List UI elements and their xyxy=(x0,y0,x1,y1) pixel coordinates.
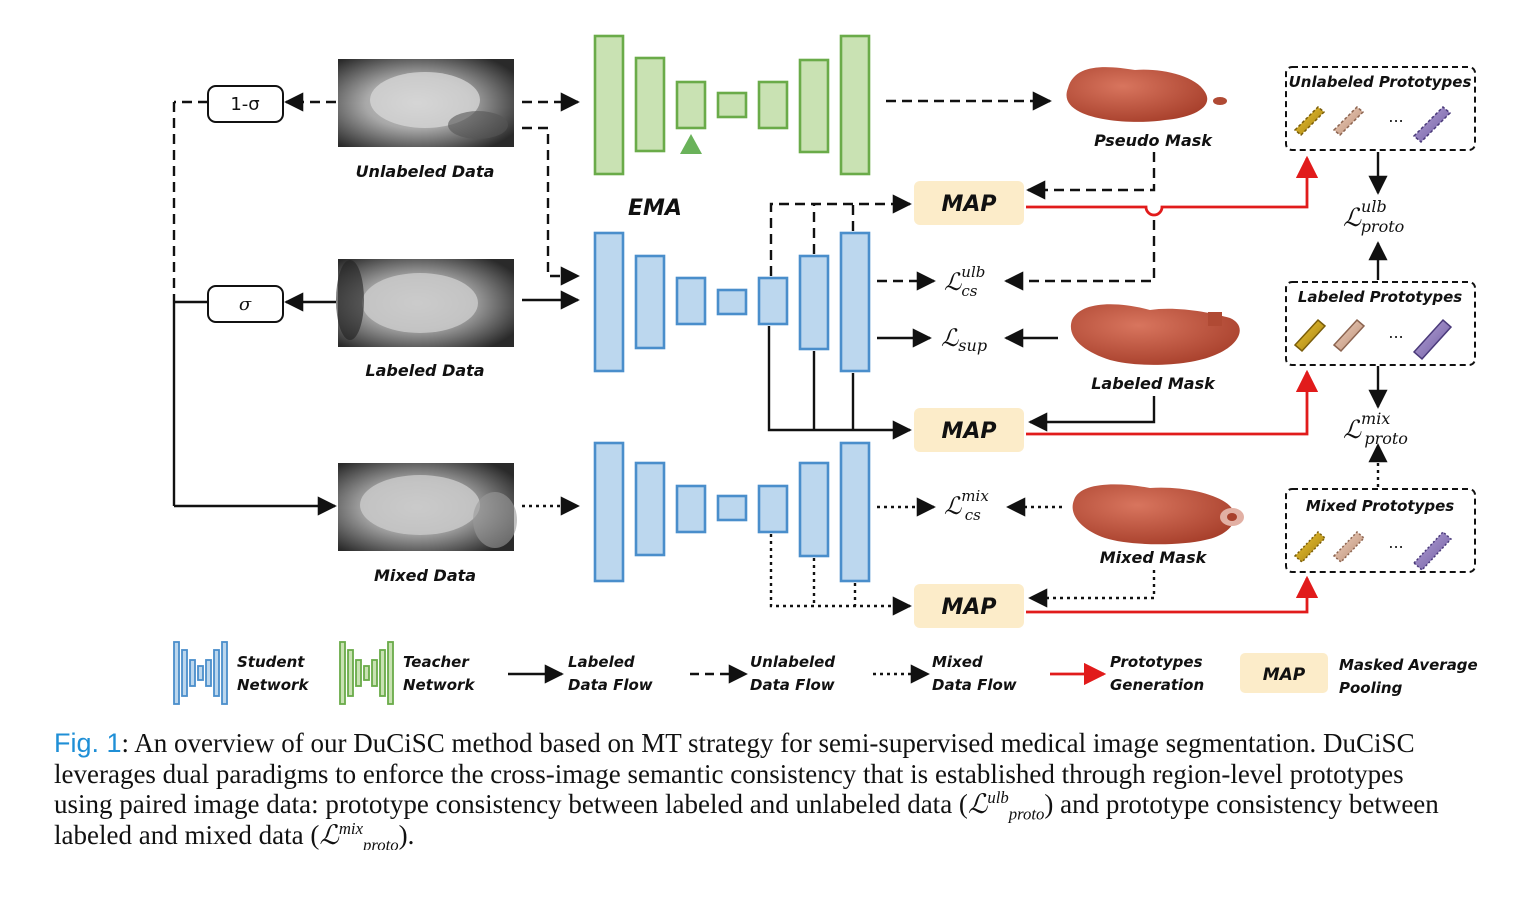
prototype-generation-arrows xyxy=(1026,155,1319,614)
prototype-bar-icon xyxy=(1293,105,1326,137)
ema-label: EMA xyxy=(628,196,682,221)
prototype-bar-icon xyxy=(1412,530,1453,572)
svg-text:ℒmixproto: ℒmixproto xyxy=(1343,409,1408,448)
ema-arrowhead xyxy=(680,134,702,154)
sigma-box xyxy=(207,285,284,323)
legend-proto-gen-line1: Prototypes xyxy=(1110,653,1203,671)
legend-student-icon xyxy=(173,641,228,705)
loss-sup: ℒsup xyxy=(941,324,987,355)
map-label-unlabeled: MAP xyxy=(941,192,996,217)
prototype-bar-icon xyxy=(1412,105,1452,144)
student-network xyxy=(593,231,871,373)
map-box-unlabeled: MAP xyxy=(914,181,1024,225)
pseudo-mask-flows xyxy=(1004,152,1156,291)
legend-proto-gen-line2: Generation xyxy=(1110,676,1204,694)
labeled-mask-to-map xyxy=(1028,396,1156,432)
unlabeled-image xyxy=(338,59,514,147)
map-label-labeled: MAP xyxy=(941,419,996,444)
legend-map-label: MAP xyxy=(1263,665,1306,685)
mixed-mask-to-map xyxy=(1028,570,1156,608)
caption-line-2: leverages dual paradigms to enforce the … xyxy=(54,758,1404,789)
prototype-bar-icon xyxy=(1293,530,1327,564)
legend-mixed-flow-line2: Data Flow xyxy=(932,676,1017,694)
student-network-mixed xyxy=(593,441,871,583)
labeled-mask-shape xyxy=(1070,304,1240,365)
map-label-mixed: MAP xyxy=(941,595,996,620)
prototype-bar-icon xyxy=(1293,318,1327,353)
prototype-bar-icon xyxy=(1332,318,1366,353)
legend-teacher-icon xyxy=(339,641,394,705)
legend-map-box xyxy=(1240,653,1328,693)
labeled-mask-label: Labeled Mask xyxy=(1091,374,1216,393)
labeled-feature-taps xyxy=(767,326,912,440)
legend-labeled-flow-line1: Labeled xyxy=(568,653,635,671)
method-diagram: Unlabeled Data Labeled Data Mixed Data 1… xyxy=(172,34,1478,705)
legend-mixed-flow-line1: Mixed xyxy=(932,653,983,671)
teacher-network xyxy=(593,34,871,176)
pseudo-mask-shape xyxy=(1066,67,1227,122)
mixed-feature-taps xyxy=(769,534,912,616)
legend-unlabeled-flow-line1: Unlabeled xyxy=(750,653,835,671)
legend-teacher-line1: Teacher xyxy=(403,653,470,671)
legend-student-line1: Student xyxy=(237,653,305,671)
legend-map-desc-line2: Pooling xyxy=(1339,679,1403,697)
legend-map-desc-line1: Masked Average xyxy=(1339,656,1478,674)
input-flows xyxy=(522,92,580,516)
unlabeled-feature-taps xyxy=(769,194,912,276)
one-minus-sigma-box xyxy=(207,85,284,123)
figure-number: Fig. 1 xyxy=(54,728,122,758)
svg-text:ℒsup: ℒsup xyxy=(941,324,987,355)
prototype-ellipsis: ... xyxy=(1388,107,1403,126)
sigma-label: σ xyxy=(239,294,252,315)
one-minus-sigma-label: 1-σ xyxy=(230,94,259,115)
unlabeled-prototypes-label: Unlabeled Prototypes xyxy=(1289,73,1472,91)
left-connectors xyxy=(172,92,337,516)
labeled-prototypes-box: Labeled Prototypes ... xyxy=(1285,281,1476,366)
mixed-prototypes-box: Mixed Prototypes ... xyxy=(1285,488,1476,573)
pseudo-mask-label: Pseudo Mask xyxy=(1094,131,1213,150)
prototype-bar-icon xyxy=(1332,530,1366,564)
unlabeled-data-label: Unlabeled Data xyxy=(356,162,495,181)
prototype-ellipsis: ... xyxy=(1388,323,1403,342)
caption-line-4: labeled and mixed data (ℒmixproto). xyxy=(54,818,415,851)
unlabeled-prototypes-box: Unlabeled Prototypes ... xyxy=(1285,66,1476,151)
caption-line-3: using paired image data: prototype consi… xyxy=(54,788,1439,824)
prototype-bar-icon xyxy=(1412,318,1453,361)
labeled-prototypes-label: Labeled Prototypes xyxy=(1298,288,1462,306)
mixed-prototypes-label: Mixed Prototypes xyxy=(1306,497,1454,515)
caption-loss-proto-ulb: ℒulbproto xyxy=(967,788,1045,824)
prototype-bar-icon xyxy=(1332,105,1365,137)
labeled-data-label: Labeled Data xyxy=(365,361,484,380)
mixed-mask-label: Mixed Mask xyxy=(1100,548,1208,567)
caption-line-1: Fig. 1: An overview of our DuCiSC method… xyxy=(54,728,1415,758)
legend-student-line2: Network xyxy=(237,676,309,694)
map-box-labeled: MAP xyxy=(914,408,1024,452)
map-box-mixed: MAP xyxy=(914,584,1024,628)
svg-text:ℒulbproto: ℒulbproto xyxy=(1343,197,1404,236)
prototype-ellipsis: ... xyxy=(1388,533,1403,552)
mixed-image xyxy=(338,463,517,551)
legend-unlabeled-flow-line2: Data Flow xyxy=(750,676,835,694)
legend: Student Network Teacher Network Labeled … xyxy=(173,641,1478,705)
mixed-data-label: Mixed Data xyxy=(374,566,476,585)
mixed-mask-shape xyxy=(1072,484,1244,545)
labeled-image xyxy=(336,259,514,347)
legend-labeled-flow-line2: Data Flow xyxy=(568,676,653,694)
figure-caption: Fig. 1: An overview of our DuCiSC method… xyxy=(54,728,1537,850)
legend-teacher-line2: Network xyxy=(403,676,475,694)
caption-loss-proto-mix: ℒmixproto xyxy=(319,818,399,851)
